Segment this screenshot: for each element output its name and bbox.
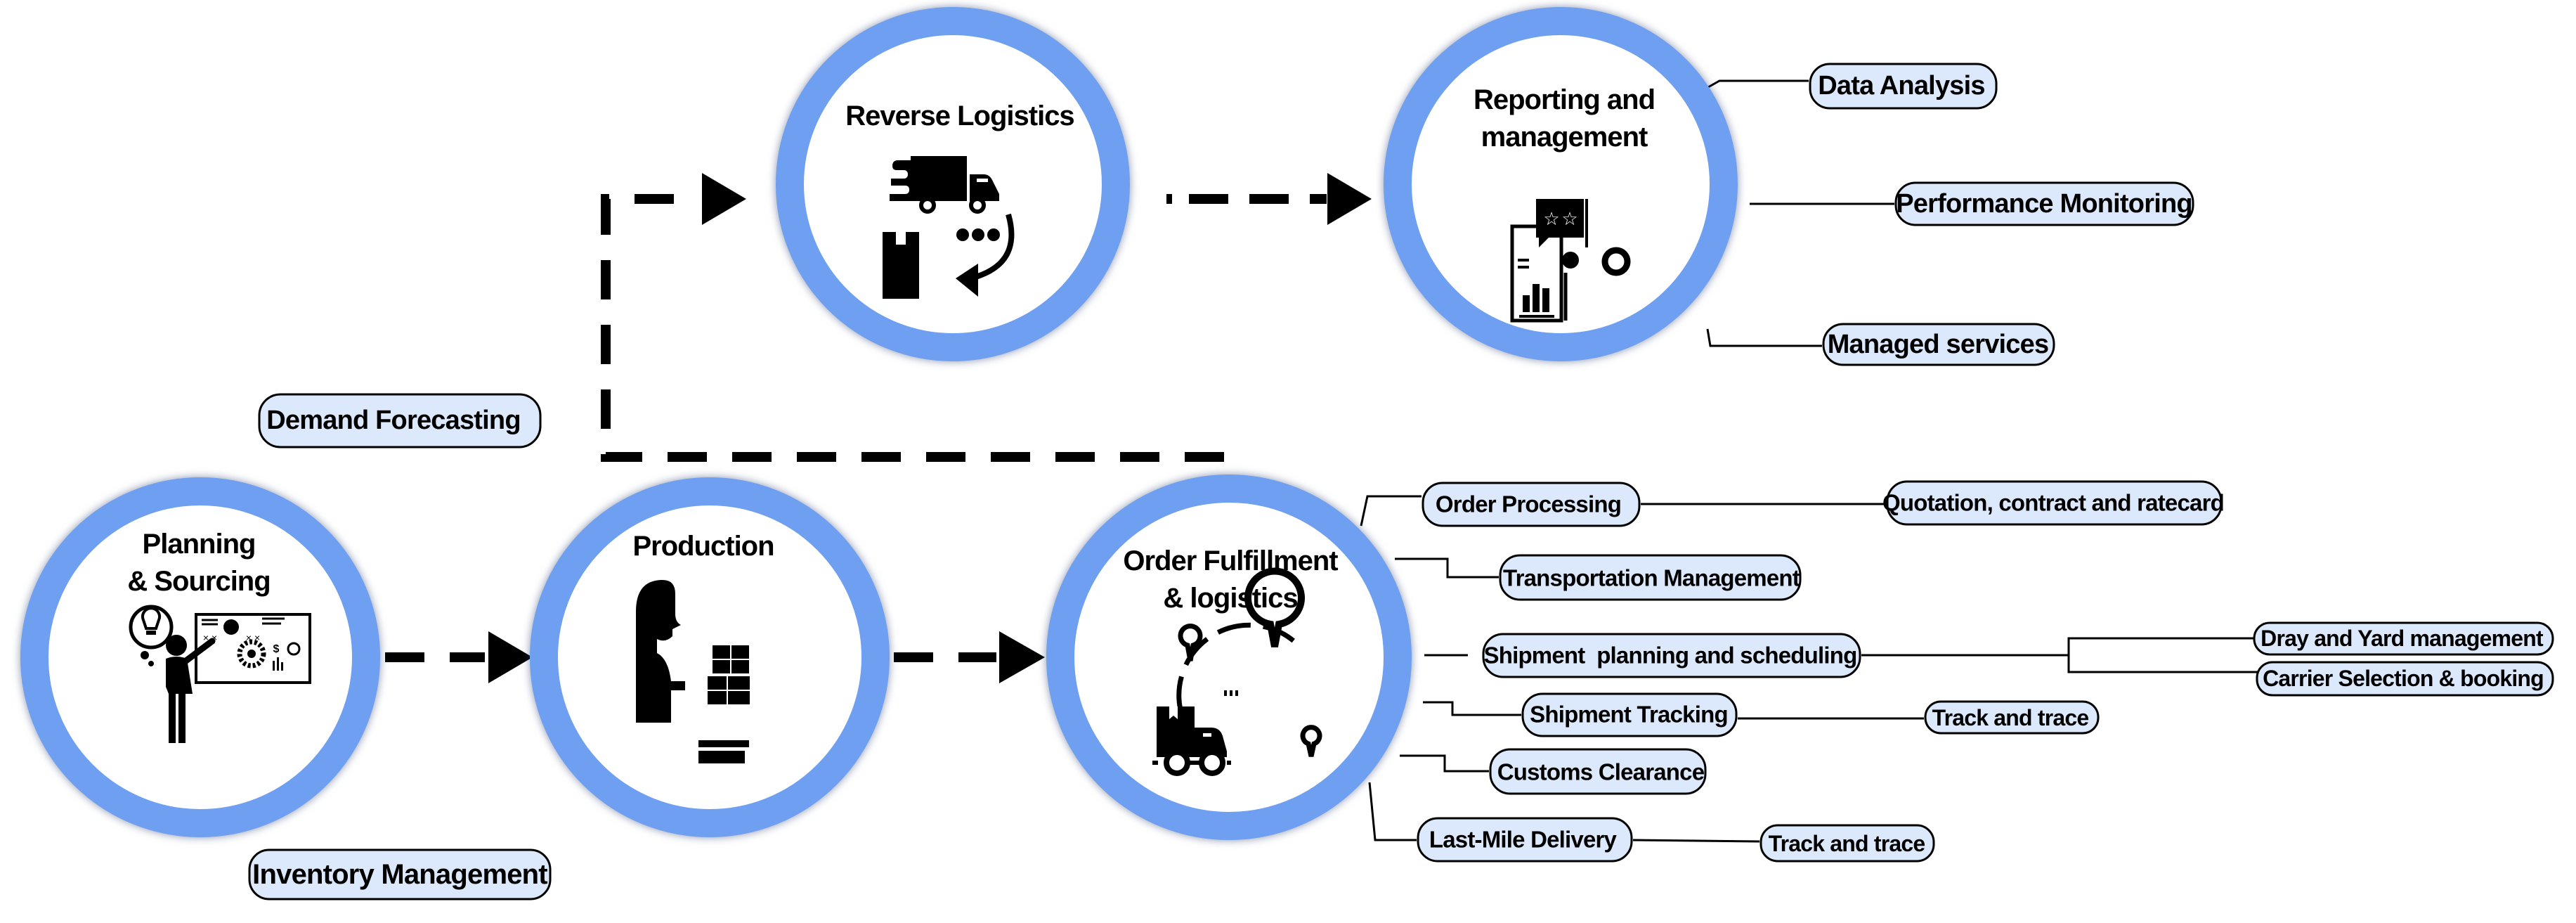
pill-label: Track and trace: [1769, 831, 1925, 856]
pill-shipment-tracking[interactable]: Shipment Tracking: [1521, 692, 1738, 737]
pill-background: [1482, 633, 1861, 678]
connector-last-mile: [1368, 782, 1417, 841]
stage-title: Planning: [143, 529, 256, 560]
pill-background: [1924, 700, 2100, 735]
pill-background: [1422, 482, 1641, 527]
reporting-connectors: [1706, 79, 1894, 347]
dashed-line: [601, 194, 1224, 462]
pill-label: Order Processing: [1436, 491, 1621, 517]
pill-track-and-trace-tracking[interactable]: Track and trace: [1924, 700, 2100, 735]
stage-title: management: [1481, 122, 1648, 153]
flow-reverse-to-reporting: [1166, 173, 1372, 225]
stage-title: & Sourcing: [127, 566, 270, 597]
pill-label: Shipment planning and scheduling: [1484, 643, 1857, 669]
pill-label: Demand Forecasting: [266, 406, 520, 435]
svg-text:☆: ☆: [1561, 208, 1578, 229]
connector-track-trace-2: [1632, 839, 1760, 843]
connector-managed-services: [1706, 328, 1822, 347]
stage-reverse-logistics[interactable]: Reverse Logistics: [776, 7, 1130, 361]
pill-dray-yard-management[interactable]: Dray and Yard management: [2253, 621, 2554, 656]
arrowhead-icon: [488, 631, 533, 683]
svg-text:$: $: [273, 643, 280, 655]
pill-label: Transportation Management: [1503, 565, 1800, 591]
connector-order-processing: [1360, 495, 1422, 527]
pill-inventory-management[interactable]: Inventory Management: [248, 848, 552, 901]
connector-customs: [1400, 754, 1489, 773]
report-dashboard-icon: ☆ ☆: [1510, 199, 1631, 323]
pill-label: Track and trace: [1932, 705, 2089, 730]
pill-background: [1809, 63, 1998, 110]
connector-transportation: [1395, 557, 1499, 579]
reverse-delivery-icon: [883, 156, 1015, 299]
pill-label: Data Analysis: [1818, 71, 1984, 101]
pill-label: Performance Monitoring: [1896, 189, 2192, 219]
pill-shipment-planning-scheduling[interactable]: Shipment planning and scheduling: [1482, 633, 1861, 678]
pill-managed-services[interactable]: Managed services: [1822, 323, 2055, 366]
stage-ring: [1046, 475, 1412, 840]
flow-production-to-fulfillment: [894, 631, 1045, 683]
pill-label: Shipment Tracking: [1530, 702, 1728, 728]
pill-customs-clearance[interactable]: Customs Clearance: [1489, 748, 1707, 795]
arrowhead-icon: [702, 173, 746, 225]
pill-background: [1417, 817, 1633, 863]
arrowhead-icon: [999, 631, 1045, 683]
stage-production[interactable]: Production: [530, 477, 890, 837]
pill-performance-monitoring[interactable]: Performance Monitoring: [1894, 181, 2194, 226]
pill-label: Inventory Management: [252, 859, 547, 890]
stage-order-fulfillment[interactable]: Order Fulfillment & logistics: [1046, 475, 1412, 840]
pill-carrier-selection-booking[interactable]: Carrier Selection & booking: [2256, 661, 2554, 697]
pill-label: Carrier Selection & booking: [2263, 666, 2544, 691]
pill-transportation-management[interactable]: Transportation Management: [1499, 554, 1802, 601]
pill-last-mile-delivery[interactable]: Last-Mile Delivery: [1417, 817, 1633, 863]
stage-ring: [1384, 7, 1738, 361]
pill-quotation-contract-ratecard[interactable]: Quotation, contract and ratecard: [1882, 480, 2225, 526]
stage-title: Reverse Logistics: [845, 101, 1074, 131]
worker-with-boxes-icon: [636, 580, 751, 763]
pill-background: [1759, 824, 1935, 863]
connector-dray-carrier: [2067, 637, 2259, 673]
stage-title: Order Fulfillment: [1123, 546, 1338, 576]
pill-order-processing[interactable]: Order Processing: [1422, 482, 1641, 527]
pill-label: Last-Mile Delivery: [1429, 827, 1618, 853]
pill-background: [1822, 323, 2055, 366]
fulfillment-connectors: [1360, 495, 2259, 843]
pill-background: [1499, 554, 1802, 601]
pill-background: [2256, 661, 2554, 697]
person-presenting-board-icon: × × × × $: [129, 605, 311, 743]
stage-title: Production: [632, 531, 774, 562]
pill-background: [2253, 621, 2554, 656]
pill-track-and-trace-last-mile[interactable]: Track and trace: [1759, 824, 1935, 863]
stage-title: Reporting and: [1474, 84, 1655, 115]
pill-background: [1886, 480, 2223, 526]
delivery-truck-route-icon: [1152, 567, 1322, 776]
pill-data-analysis[interactable]: Data Analysis: [1809, 63, 1998, 110]
pill-background: [1489, 748, 1707, 795]
pill-label: Managed services: [1828, 330, 2049, 359]
stage-planning-sourcing[interactable]: Planning & Sourcing × × × × $: [20, 477, 380, 837]
svg-text:× ×: × ×: [246, 632, 260, 643]
pill-background: [1894, 181, 2194, 226]
stage-title: & logistics: [1163, 583, 1297, 614]
pill-label: Customs Clearance: [1497, 759, 1705, 785]
pill-background: [258, 393, 542, 448]
connector-shipment-tracking: [1423, 701, 1521, 716]
pill-background: [248, 848, 552, 901]
stage-ring: [530, 477, 890, 837]
pill-background: [1521, 692, 1738, 737]
flow-planning-to-production: [385, 631, 533, 683]
pill-label: Dray and Yard management: [2260, 626, 2544, 651]
pill-label: Quotation, contract and ratecard: [1882, 490, 2224, 516]
pill-demand-forecasting[interactable]: Demand Forecasting: [258, 393, 542, 448]
stage-reporting-management[interactable]: Reporting and management ☆ ☆: [1384, 7, 1738, 361]
arrowhead-icon: [1327, 173, 1372, 225]
connector-data-analysis: [1707, 79, 1809, 89]
svg-text:☆: ☆: [1543, 208, 1559, 229]
